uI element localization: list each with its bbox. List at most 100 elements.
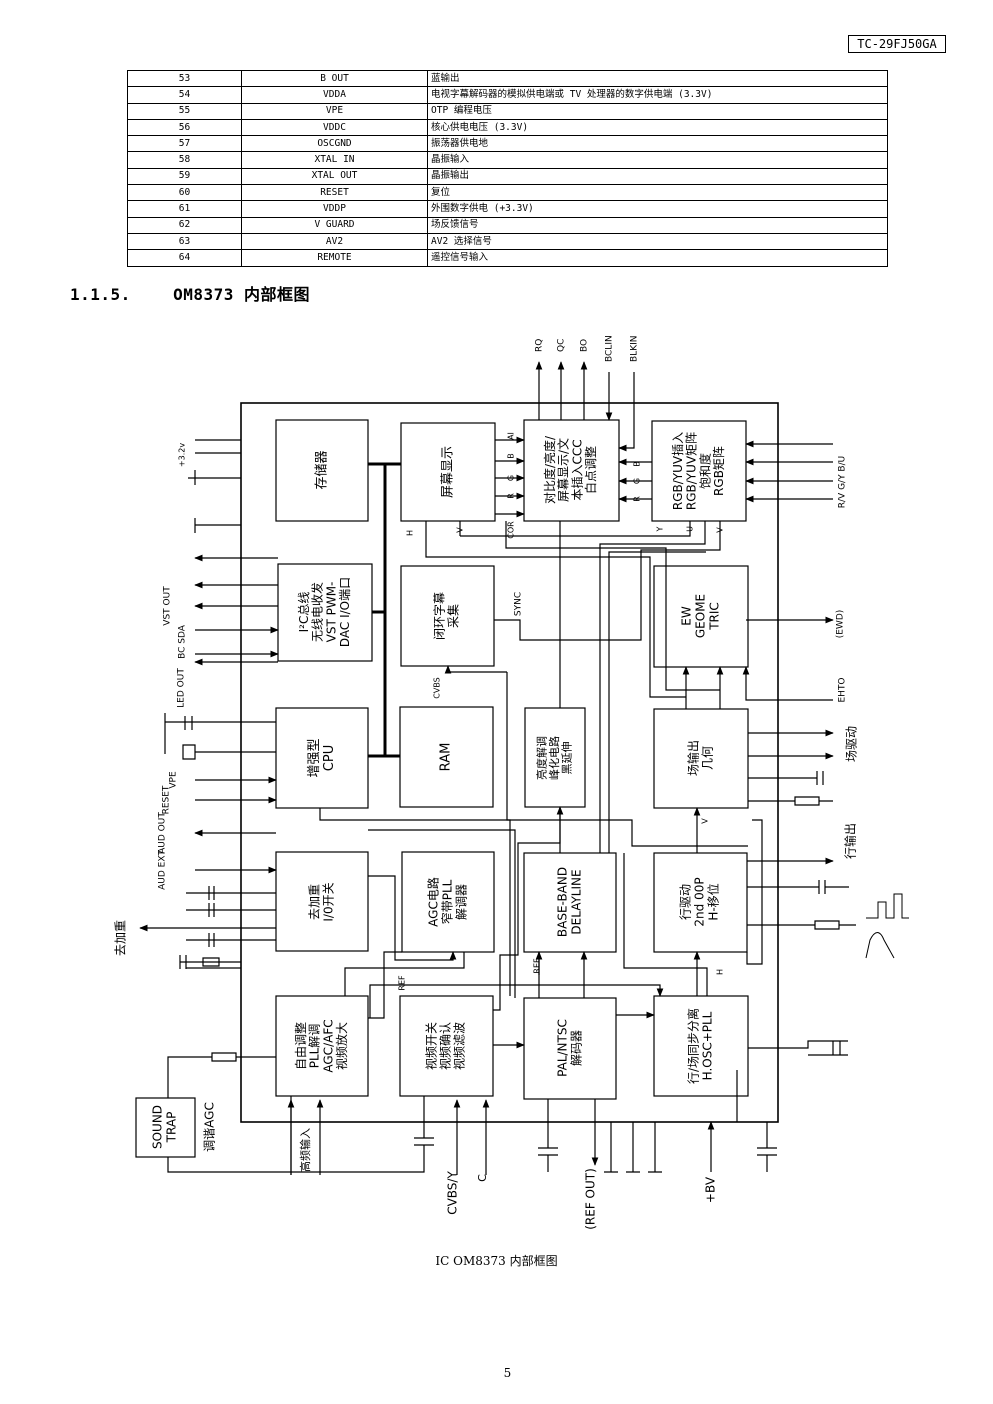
signal-label-sync-label-line: SYNC [514,592,524,616]
peak-label-line: 黑延伸 [561,742,574,775]
signal-label-h-label-line: H [716,969,725,975]
ew-label-line: GEOME [694,594,708,638]
signal-label-h-label: H [716,969,725,975]
signal-label-vst-out-line: VST OUT [163,586,173,626]
memory-label: 存储器 [315,450,330,489]
agc-label-line: 解调器 [454,884,468,920]
signal-label-deemph-out-line: 去加重 [114,920,128,956]
signal-label-aud-out-line: AUD OUT [158,812,168,854]
rgb-matrix-label-line: RGB/YUV插入 [671,432,685,510]
signal-label-aud-ext-line: AUD EXT [158,850,168,890]
signal-label-sync-label: SYNC [514,592,524,616]
signal-label-v-label-line: V [701,818,710,824]
signal-label-cor-line: COR [507,521,516,539]
if-label-line: 视频放大 [334,1022,349,1070]
signal-label-qc-line: QC [557,339,567,352]
vert-label-line: 场输出 [686,740,701,776]
vert-label-line: 几何 [700,746,714,770]
signal-label-y-line: Y [656,526,665,532]
rgb-matrix-label-line: RGB矩阵 [712,446,726,496]
signal-label-b: B [507,453,516,459]
ew-label-line: EW [680,606,694,626]
signal-label-u-line: U [686,526,695,532]
sound-trap-label-line: TRAP [164,1112,178,1144]
deemph-block [275,851,369,952]
signal-label-rgb-in-line: R/V G/Y B/U [838,456,848,508]
section-heading: 1.1.5. OM8373 内部框图 [70,281,310,305]
section-number: 1.1.5. [70,285,131,304]
cc-label-line: 采集 [445,604,460,628]
hdrive-label-line: 行驱动 [679,884,693,920]
signal-label-vpe-line: VPE [169,771,179,789]
baseband-label-line: BASE-BAND [556,867,570,937]
signal-label-cvbs-y: CVBS/Y [446,1171,460,1215]
signal-label-cvbs-y-line: CVBS/Y [446,1171,460,1215]
signal-label-hout-line: 行输出 [843,823,858,859]
signal-label-b: B [633,461,642,467]
signal-label-vst-out: VST OUT [163,586,173,626]
signal-label-v-line: V [716,527,725,533]
signal-label-rf-in-line: 高频输入 [298,1128,312,1172]
signal-label-v32-line: +3.2v [178,443,187,467]
signal-label-ewd: (EWD) [836,610,846,639]
signal-label-ref-out: (REF OUT) [584,1168,598,1230]
contrast-label-line: 对比度/亮度/ [542,435,557,504]
if-label-line: 自由调整 [293,1022,308,1070]
rgb-matrix-label-line: 饱和度 [697,453,712,489]
ram-label-line: RAM [439,743,454,772]
signal-label-aud-ext: AUD EXT [158,850,168,890]
osd-label: 屏幕显示 [441,446,456,498]
signal-label-bclin-line: BCLIN [605,335,615,362]
contrast-block [523,419,620,522]
memory-block [275,419,369,522]
sound-trap-block [135,1097,196,1158]
signal-label-cvbs: CVBS [433,677,442,698]
pin-description-cell: 遥控信号输入 [427,249,888,267]
vswitch-label-line: 视频确认 [438,1022,453,1070]
signal-label-blkin-line: BLKIN [630,336,640,362]
contrast-label-line: 白点调整 [583,446,598,494]
if-label-line: PLL解调 [308,1024,322,1069]
chip-outline [240,402,779,1123]
sync-label-line: 行/场同步分离 [686,1008,701,1084]
signal-label-v-label: V [701,818,710,824]
signal-label-bv: +BV [704,1176,718,1203]
sync-block [653,995,749,1097]
signal-label-h-line: H [406,530,415,536]
pal-block [523,997,617,1100]
signal-label-r-line: R [633,496,642,502]
i2c-label-line: VST PWM- [324,582,338,643]
agc-label-line: AGC电路 [426,877,441,927]
signal-label-led-out: LED OUT [177,668,187,708]
osd-block [400,422,496,522]
pal-label-line: PAL/NTSC [556,1019,570,1077]
memory-label-line: 存储器 [315,450,330,489]
rgb-matrix-label-line: RGB/YUV矩阵 [685,432,699,510]
osd-label-line: 屏幕显示 [441,446,456,498]
deemph-label-line: 去加重 [308,884,322,920]
signal-label-ref: REF [398,975,407,991]
ram-label: RAM [439,743,454,772]
vswitch-label: 视频开关视频确认视频滤波 [424,1022,467,1070]
signal-label-bv-line: +BV [704,1176,718,1203]
signal-label-g: G [633,478,642,484]
model-number: TC-29FJ50GA [848,35,946,53]
if-label-line: AGC/AFC [321,1019,335,1072]
signal-label-ai-line: AI [507,432,516,440]
signal-label-vdrive: 场驱动 [845,726,859,762]
signal-label-ehto-line: EHTO [838,677,848,702]
vert-label: 场输出几何 [686,740,715,776]
signal-label-r-line: R [507,493,516,499]
signal-label-u: U [686,526,695,532]
